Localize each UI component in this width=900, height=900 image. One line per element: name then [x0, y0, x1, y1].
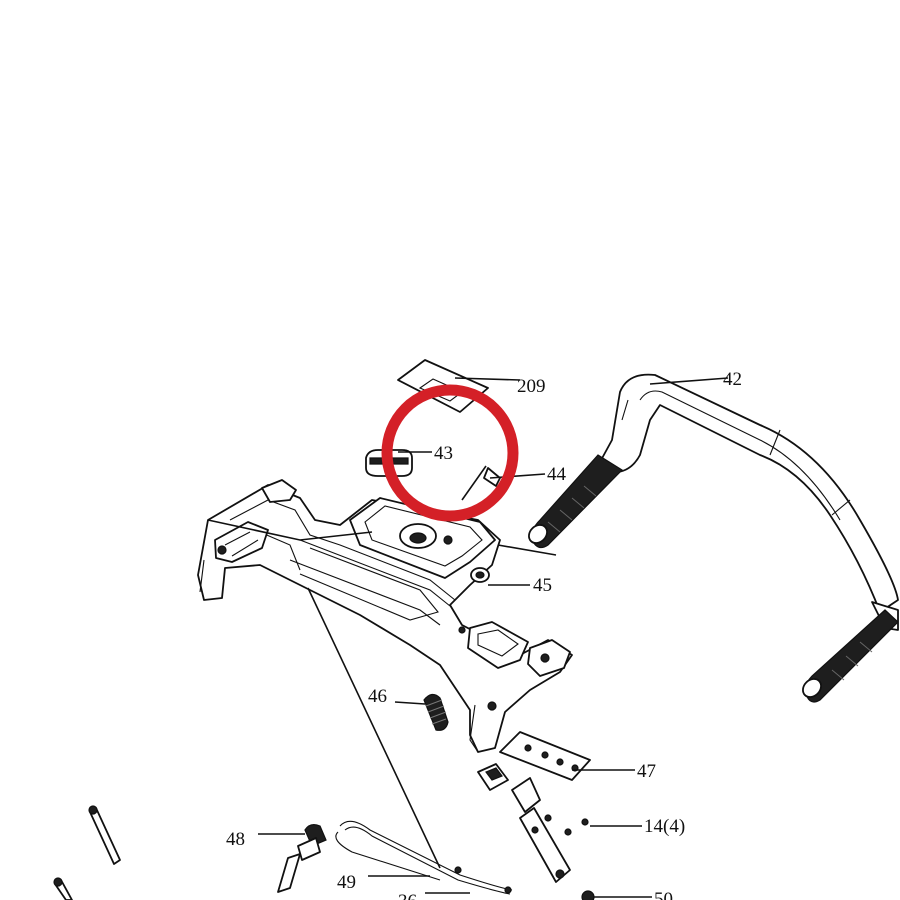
part-49-cable	[335, 820, 513, 895]
callout-47: 47	[637, 761, 656, 782]
callout-45: 45	[533, 575, 552, 596]
part-44-screw	[483, 467, 501, 487]
part-48-connector	[277, 824, 327, 893]
part-46-spring	[423, 693, 449, 731]
callout-48: 48	[226, 829, 245, 850]
callout-44: 44	[547, 464, 567, 485]
part-47-bracket	[477, 731, 591, 883]
part-45-bolt	[470, 567, 490, 583]
part-50-bolt	[581, 890, 595, 900]
callout-42: 42	[723, 369, 742, 390]
callout-43: 43	[434, 443, 453, 464]
leader-lines	[207, 377, 729, 898]
callout-46: 46	[368, 686, 387, 707]
console-crossbar	[197, 479, 573, 753]
callout-36: 36	[398, 891, 417, 900]
main-cable-line	[307, 587, 441, 869]
rod-parts	[53, 805, 121, 900]
part-14-screws	[531, 814, 589, 836]
callout-209: 209	[517, 376, 546, 397]
callout-14: 14(4)	[644, 816, 685, 837]
part-42-handlebar	[528, 373, 899, 703]
callout-49: 49	[337, 872, 356, 893]
highlight-circle	[381, 384, 519, 522]
callout-50: 50	[654, 889, 673, 900]
